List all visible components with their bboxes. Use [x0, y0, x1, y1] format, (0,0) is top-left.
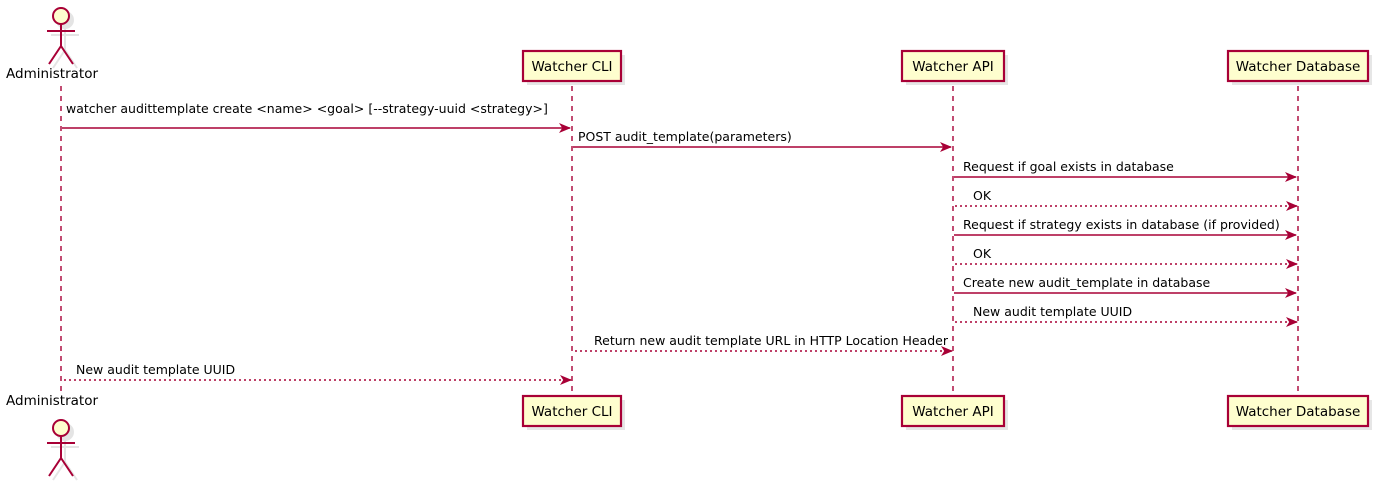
box-rect — [1226, 394, 1370, 428]
participant-label-watcher-api: Watcher API — [912, 404, 994, 420]
participant-box-watcher-api-bottom[interactable]: Watcher API — [900, 394, 1008, 430]
message-2: POST audit_template(parameters) — [573, 129, 952, 152]
box-rect — [1226, 49, 1370, 83]
message-label-2: POST audit_template(parameters) — [578, 129, 792, 144]
box-rect — [900, 49, 1006, 83]
messages-group: watcher audittemplate create <name> <goa… — [62, 101, 1298, 385]
message-label-5: Request if strategy exists in database (… — [963, 217, 1280, 232]
participant-box-watcher-database-top[interactable]: Watcher Database — [1226, 49, 1372, 85]
actor-label-administrator: Administrator — [6, 393, 98, 409]
participant-label-watcher-database: Watcher Database — [1236, 59, 1361, 75]
actor-label-administrator: Administrator — [6, 66, 98, 82]
actor-head-icon — [52, 7, 70, 25]
message-7: Create new audit_template in database — [954, 275, 1297, 298]
participant-box-watcher-database-bottom[interactable]: Watcher Database — [1226, 394, 1372, 430]
message-label-10: New audit template UUID — [76, 362, 235, 377]
actor-administrator-bottom — [47, 419, 79, 481]
message-4: OK — [955, 188, 1298, 211]
participant-box-watcher-api-top[interactable]: Watcher API — [900, 49, 1008, 85]
participant-label-watcher-cli: Watcher CLI — [531, 404, 612, 420]
message-5: Request if strategy exists in database (… — [954, 217, 1297, 240]
actor-administrator-top — [47, 7, 79, 69]
lifelines-group — [60, 86, 1299, 394]
participant-label-watcher-api: Watcher API — [912, 59, 994, 75]
message-3: Request if goal exists in database — [954, 159, 1297, 182]
box-rect — [900, 394, 1006, 428]
message-6: OK — [955, 246, 1298, 269]
participant-box-watcher-cli-bottom[interactable]: Watcher CLI — [521, 394, 625, 430]
message-8: New audit template UUID — [955, 304, 1298, 327]
message-label-1: watcher audittemplate create <name> <goa… — [66, 101, 548, 116]
participant-label-watcher-cli: Watcher CLI — [531, 59, 612, 75]
message-9: Return new audit template URL in HTTP Lo… — [574, 333, 953, 356]
message-1: watcher audittemplate create <name> <goa… — [62, 101, 571, 133]
message-label-7: Create new audit_template in database — [963, 275, 1210, 290]
message-label-4: OK — [973, 188, 992, 203]
actor-head-icon — [52, 419, 70, 437]
message-10: New audit template UUID — [63, 362, 572, 385]
box-rect — [521, 49, 623, 83]
participant-label-watcher-database: Watcher Database — [1236, 404, 1361, 420]
box-rect — [521, 394, 623, 428]
message-label-9: Return new audit template URL in HTTP Lo… — [594, 333, 949, 348]
message-label-3: Request if goal exists in database — [963, 159, 1174, 174]
participant-box-watcher-cli-top[interactable]: Watcher CLI — [521, 49, 625, 85]
message-label-8: New audit template UUID — [973, 304, 1132, 319]
message-label-6: OK — [973, 246, 992, 261]
